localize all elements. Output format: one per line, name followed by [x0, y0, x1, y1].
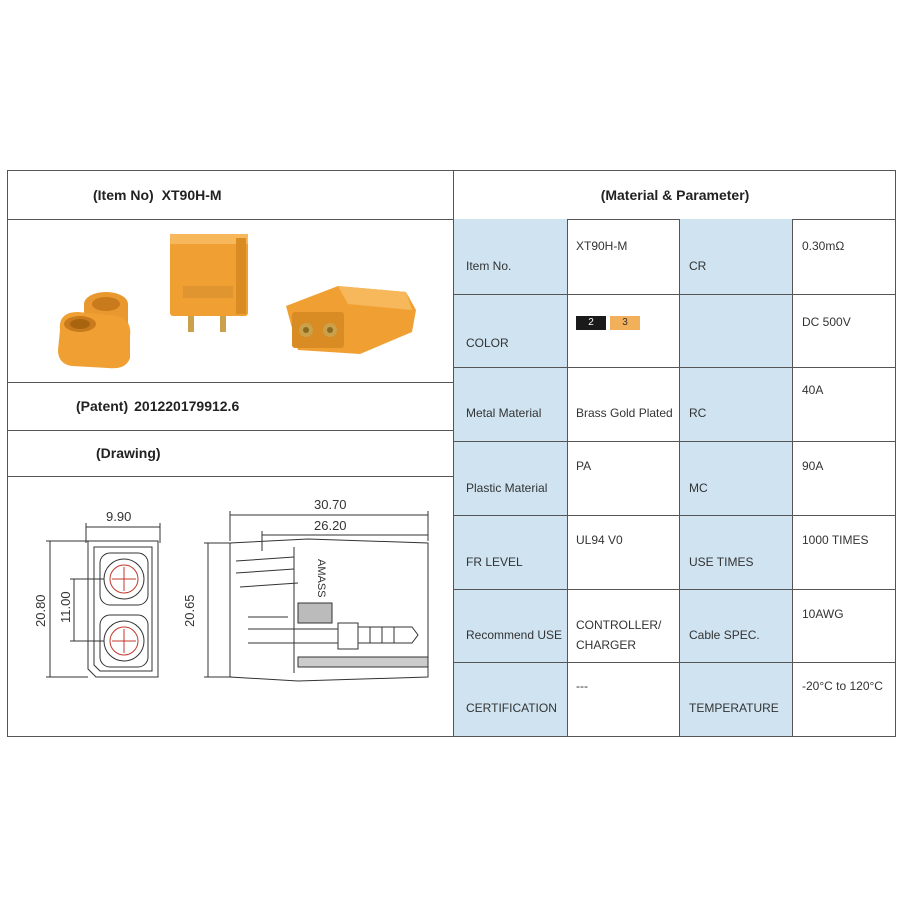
dim-width: 9.90 — [106, 509, 131, 524]
grid-line — [679, 219, 680, 736]
param-value: 0.30mΩ — [802, 239, 845, 253]
side-marking: AMASS — [315, 559, 327, 598]
drawing-label: (Drawing) — [96, 445, 161, 461]
parameter-title: (Material & Parameter) — [600, 187, 750, 203]
param-label: Metal Material — [466, 406, 542, 420]
param-label: Plastic Material — [466, 481, 548, 495]
side-view: 30.70 26.20 20.65 — [182, 497, 429, 682]
param-label: Recommend USE — [466, 628, 563, 642]
param-value: Brass Gold Plated — [576, 406, 673, 420]
param-value: PA — [576, 459, 592, 473]
dim-length-inner: 26.20 — [314, 518, 347, 533]
connector-side-image — [286, 286, 416, 354]
grid-line — [792, 219, 793, 736]
grid-line — [454, 662, 896, 663]
dim-height-inner: 11.00 — [58, 591, 73, 623]
param-label: CR — [689, 259, 707, 273]
param-value: CONTROLLER/ CHARGER — [576, 618, 662, 652]
patent-value: 201220179912.6 — [134, 398, 240, 414]
param-label: TEMPERATURE — [689, 701, 779, 715]
protective-cap-image — [58, 292, 131, 369]
grid-line — [454, 441, 896, 442]
divider — [8, 476, 453, 477]
param-label: RC — [689, 406, 707, 420]
technical-drawing: 9.90 20.80 11 — [33, 497, 429, 682]
color-swatch-black: 2 — [576, 315, 606, 330]
param-value: 90A — [802, 459, 824, 473]
product-photo — [58, 234, 416, 369]
grid-line — [454, 294, 896, 295]
param-value: 1000 TIMES — [802, 533, 869, 547]
dim-height-outer: 20.80 — [33, 594, 48, 627]
item-no-value: XT90H-M — [161, 187, 222, 203]
param-value: 40A — [802, 383, 824, 397]
drawing-header: (Drawing) — [8, 430, 453, 476]
grid-line — [454, 515, 896, 516]
param-label: USE TIMES — [689, 555, 754, 569]
patent-header: (Patent) 201220179912.6 — [8, 382, 453, 430]
color-swatch-yellow: 3 — [610, 315, 640, 330]
parameter-column: (Material & Parameter) Item No. XT90H-M … — [453, 171, 896, 736]
param-label: COLOR — [466, 336, 509, 350]
grid-line — [454, 589, 896, 590]
divider — [8, 219, 453, 220]
item-no-header: (Item No) XT90H-M — [8, 171, 453, 219]
param-value: -20°C to 120°C — [802, 679, 883, 693]
param-value: XT90H-M — [576, 239, 628, 253]
front-view: 9.90 20.80 11 — [33, 509, 161, 678]
param-value: UL94 V0 — [576, 533, 623, 547]
param-value: DC 500V — [802, 315, 851, 329]
patent-label: (Patent) — [76, 398, 129, 414]
grid-line — [454, 367, 896, 368]
dim-length-total: 30.70 — [314, 497, 347, 512]
param-value: --- — [576, 679, 588, 693]
param-label: Cable SPEC. — [689, 628, 760, 642]
param-label: Item No. — [466, 259, 512, 273]
left-column: (Item No) XT90H-M — [8, 171, 453, 736]
param-label: CERTIFICATION — [466, 701, 557, 715]
divider — [454, 219, 896, 220]
item-no-label: (Item No) — [93, 187, 154, 203]
param-label: MC — [689, 481, 708, 495]
param-value: 10AWG — [802, 607, 844, 621]
label-column-bg — [679, 219, 792, 736]
label-column-bg — [454, 219, 567, 736]
dim-side-height: 20.65 — [182, 594, 197, 627]
product-spec-sheet: (Item No) XT90H-M — [7, 170, 896, 737]
divider — [8, 382, 453, 383]
grid-line — [567, 219, 568, 736]
connector-front-image — [170, 234, 248, 332]
divider — [8, 430, 453, 431]
param-label: FR LEVEL — [466, 555, 523, 569]
